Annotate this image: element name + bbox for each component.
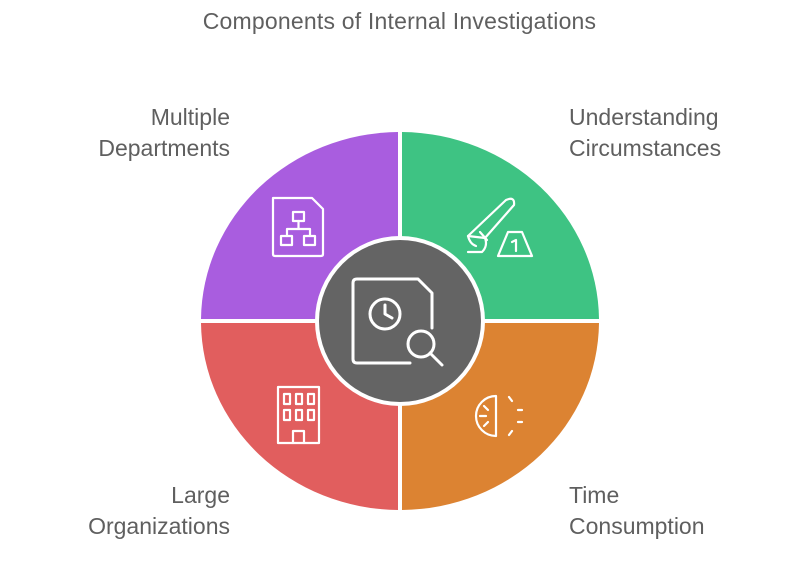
center-hub <box>319 240 481 402</box>
label-understanding-circumstances: Understanding Circumstances <box>569 104 722 161</box>
half-clock-timer-icon <box>474 394 524 438</box>
label-large-organizations: Large Organizations <box>88 482 230 539</box>
label-time-consumption: Time Consumption <box>569 482 705 539</box>
document-clock-search-icon <box>351 277 444 367</box>
org-chart-document-icon <box>271 196 325 258</box>
office-building-icon <box>276 385 321 445</box>
diagram-title: Components of Internal Investigations <box>202 8 597 34</box>
label-multiple-departments: Multiple Departments <box>98 104 230 161</box>
crime-scene-knife-evidence-icon <box>466 197 534 258</box>
